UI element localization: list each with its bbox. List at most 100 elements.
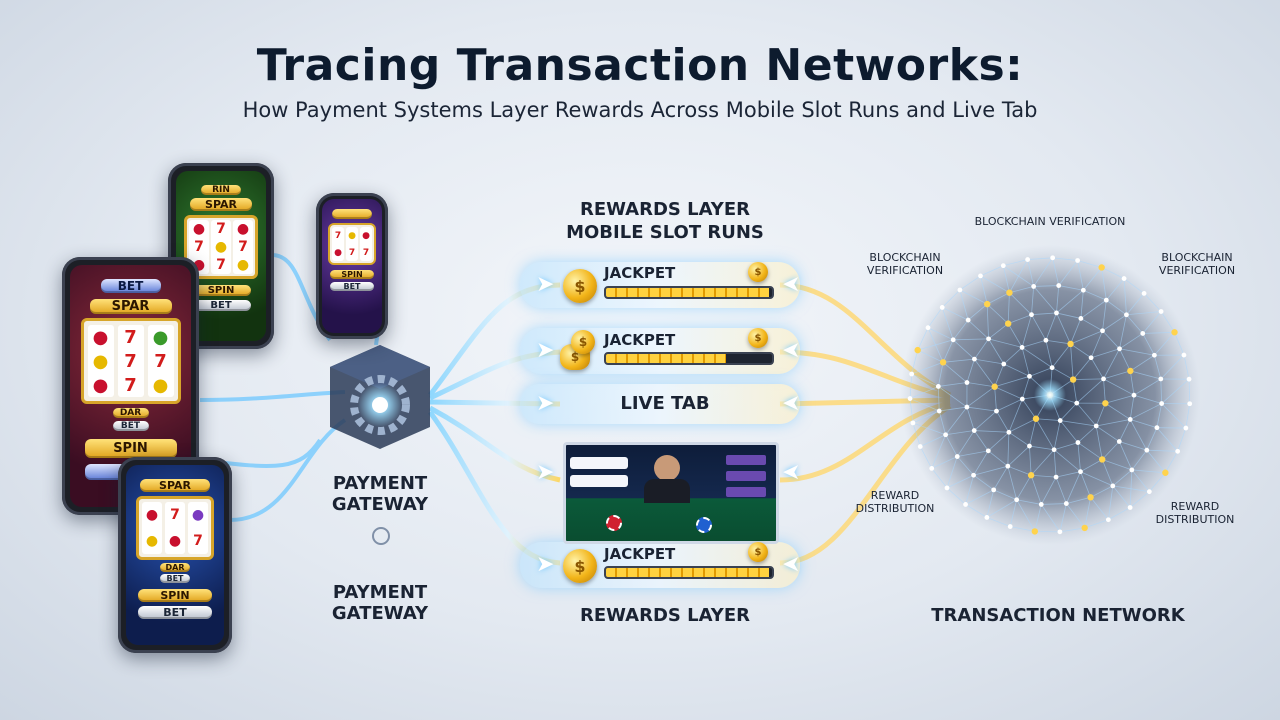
gateway-cube [330, 345, 430, 449]
phone-blue-spin-button[interactable]: SPIN [138, 589, 212, 602]
network-edge [1130, 354, 1155, 372]
network-edge [917, 339, 954, 351]
network-edge [965, 504, 988, 518]
network-node [1069, 376, 1077, 383]
network-edge [931, 434, 946, 469]
network-edge [953, 338, 989, 341]
network-edge [1056, 289, 1084, 314]
network-edge [1007, 432, 1010, 467]
network-node [1105, 517, 1111, 523]
network-edge [1009, 499, 1018, 527]
jackpot-meter-fill-3 [606, 568, 769, 577]
reward-lane-live [520, 384, 800, 424]
phone-purple-bet-button[interactable]: BET [330, 282, 374, 291]
network-node [1146, 489, 1152, 495]
coin-icon: $ [748, 542, 768, 562]
coin-icon: $ [571, 330, 595, 354]
network-edge [1077, 425, 1097, 443]
network-edge [1123, 278, 1127, 315]
network-node [1102, 400, 1109, 407]
gateway-label-1: PAYMENT GATEWAY [331, 473, 429, 515]
network-node [1162, 469, 1169, 476]
network-edge [1123, 278, 1145, 294]
network-edge [965, 475, 974, 505]
network-edge [912, 410, 940, 424]
rewards-footer-label: REWARDS LAYER [579, 605, 751, 626]
network-edge [1130, 419, 1158, 429]
network-node [1121, 276, 1127, 281]
network-node [1110, 483, 1116, 489]
network-node [1014, 497, 1020, 503]
network-node [1081, 524, 1088, 532]
network-edge [993, 465, 1009, 491]
network-node [1074, 400, 1080, 406]
network-edge [1007, 445, 1030, 467]
phone-blue-small-label: BET [160, 574, 190, 583]
network-edge [1154, 332, 1175, 356]
network-node [1043, 337, 1049, 343]
network-edge [1031, 286, 1035, 315]
network-edge [1105, 402, 1131, 420]
network-edge [1118, 441, 1133, 471]
arrow-right-icon: ➤ [536, 272, 555, 297]
network-edge [1021, 347, 1030, 377]
network-edge [973, 474, 994, 491]
network-edge [1119, 348, 1131, 372]
network-edge [980, 275, 988, 305]
network-node [971, 472, 976, 478]
network-node [972, 356, 977, 362]
jackpot-meter-1 [604, 286, 774, 299]
network-edge [1083, 267, 1102, 291]
network-edge [1045, 339, 1071, 345]
phone-green-bet-button[interactable]: BET [191, 300, 251, 311]
network-edge [1035, 418, 1061, 421]
network-node [925, 325, 931, 331]
phone-purple-spin-button[interactable]: SPIN [330, 270, 374, 279]
network-edge [957, 450, 989, 457]
network-edge [1009, 286, 1034, 294]
phone-red-banner: SPAR [89, 299, 172, 314]
network-edge [986, 303, 1009, 324]
network-label-right-bottom: REWARD DISTRIBUTION [1155, 500, 1235, 527]
network-edge [994, 386, 1023, 400]
network-node [1006, 429, 1012, 435]
network-edge [937, 362, 944, 387]
network-edge [1160, 378, 1163, 404]
network-node [1051, 447, 1057, 453]
phone-blue-bet-button[interactable]: BET [138, 606, 212, 619]
network-edge [1076, 402, 1097, 427]
coin-icon: $ [748, 328, 768, 348]
network-edge [943, 358, 975, 363]
phone-green-spin-button[interactable]: SPIN [191, 285, 251, 296]
phone-green-top-label: RIN [201, 185, 241, 195]
network-node [971, 428, 977, 433]
live-side-panel [726, 487, 766, 497]
network-edge [938, 386, 968, 408]
arrow-left-icon: ➤ [782, 552, 801, 577]
network-edge [973, 410, 997, 431]
network-edge [942, 307, 969, 321]
network-node [1006, 289, 1013, 296]
network-edge [1060, 420, 1097, 427]
network-edge [1096, 419, 1131, 427]
network-node [1159, 401, 1165, 406]
network-edge [1059, 402, 1078, 421]
network-node [1001, 361, 1007, 367]
network-edge [986, 517, 1011, 527]
network-edge [1031, 314, 1047, 341]
network-edge [1033, 286, 1057, 314]
phone-blue-mid-label: DAR [160, 563, 190, 572]
network-edge [1101, 267, 1107, 301]
network-node [1029, 312, 1034, 318]
network-edge [1080, 471, 1113, 487]
network-edge [1090, 485, 1113, 498]
network-node [1181, 352, 1187, 358]
network-edge [1112, 469, 1133, 487]
network-node [1067, 340, 1074, 348]
network-edge [1056, 312, 1071, 345]
network-hub [1034, 379, 1066, 411]
network-edge [1003, 265, 1034, 287]
phone-red-spin-button[interactable]: SPIN [84, 439, 177, 458]
coin-icon: $ [748, 262, 768, 282]
network-edge [1029, 446, 1032, 476]
